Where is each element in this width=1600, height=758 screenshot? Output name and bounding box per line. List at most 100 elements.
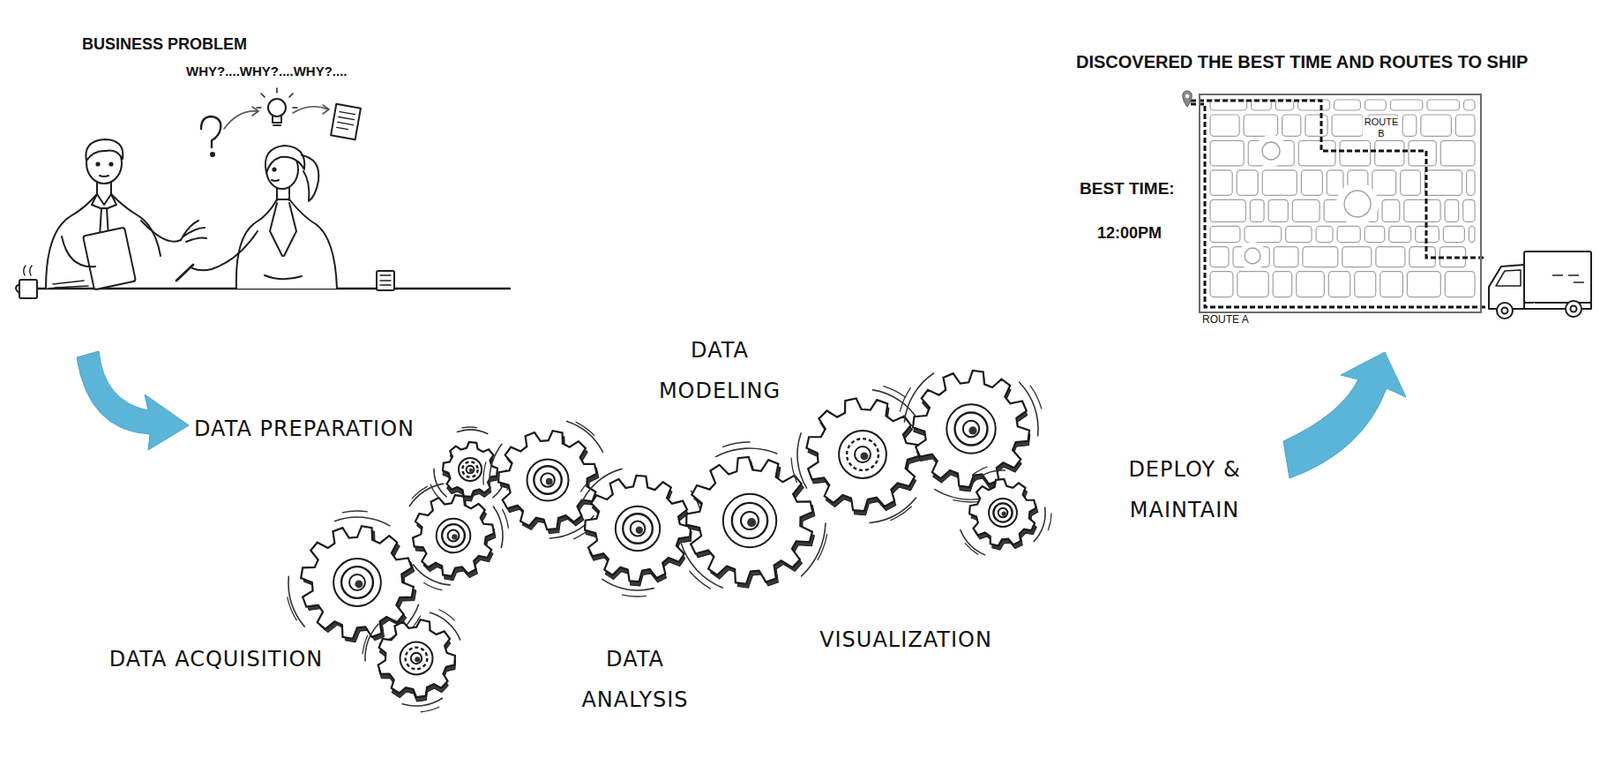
- meeting-illustration: [210, 152, 215, 157]
- gear-symbol: [566, 458, 710, 603]
- gear-body: [568, 458, 708, 599]
- gear-axle: [859, 451, 868, 460]
- gear-hub: [436, 518, 472, 554]
- meeting-illustration: [96, 162, 99, 165]
- city-block: [1427, 99, 1460, 111]
- city-block: [1210, 199, 1246, 222]
- city-block: [1210, 225, 1241, 242]
- gear-ring: [441, 523, 465, 547]
- roundabout: [1255, 134, 1287, 167]
- meeting-illustration: [376, 270, 395, 291]
- city-block: [1333, 99, 1361, 111]
- roundabout: [1344, 190, 1371, 217]
- meeting-illustration: [268, 98, 286, 117]
- city-block: [1425, 170, 1463, 195]
- motion-line: [335, 516, 390, 526]
- meeting-illustration: [180, 220, 207, 242]
- gear-ring: [533, 465, 561, 494]
- gear-ring: [405, 647, 428, 670]
- map-frame: ROUTE BROUTE A: [1198, 93, 1482, 314]
- meeting-illustration: [15, 88, 510, 299]
- motion-line: [439, 609, 455, 621]
- gear-symbol: [361, 605, 472, 715]
- meeting-illustration: [52, 280, 89, 288]
- gear-symbol: [403, 485, 506, 590]
- meeting-illustration: [224, 106, 259, 129]
- city-block: [1331, 114, 1363, 136]
- motion-line: [971, 466, 987, 475]
- motion-line: [953, 500, 980, 502]
- motion-line: [430, 484, 439, 497]
- meeting-illustration: [19, 279, 38, 299]
- city-block: [1268, 199, 1288, 222]
- roundabout: [1238, 241, 1267, 270]
- route-line: [1190, 104, 1488, 307]
- meeting-illustration: [192, 231, 258, 270]
- gear-hub: [838, 430, 887, 479]
- city-block: [1300, 170, 1323, 195]
- flow-arrow: [76, 351, 189, 450]
- gear-hub: [615, 506, 660, 551]
- motion-line: [723, 441, 750, 447]
- gear-axle: [630, 521, 646, 537]
- gear-hub: [723, 493, 777, 547]
- gear-hub: [400, 642, 434, 675]
- truck-illustration: [1565, 300, 1582, 317]
- city-block: [1372, 170, 1397, 195]
- gear-body: [792, 382, 935, 524]
- gear-ring: [732, 502, 768, 539]
- meeting-illustration: [91, 194, 117, 209]
- meeting-illustration: [82, 227, 136, 291]
- city-block: [1305, 114, 1328, 136]
- motion-line: [420, 706, 439, 711]
- roundabout: [1262, 142, 1280, 160]
- motion-line: [462, 426, 478, 428]
- motion-line: [493, 506, 503, 547]
- gear-body: [963, 472, 1043, 552]
- gear-symbol: [287, 351, 1052, 716]
- meeting-illustration: [236, 199, 337, 289]
- motion-line: [456, 429, 487, 434]
- city-block: [1210, 246, 1229, 268]
- heading: BUSINESS PROBLEM: [82, 35, 247, 55]
- city-block: [1404, 199, 1441, 222]
- city-block: [1262, 170, 1297, 195]
- meeting-illustration: [85, 139, 123, 161]
- gear-axle: [545, 478, 554, 486]
- gear-symbol: [430, 426, 513, 512]
- city-block: [1210, 114, 1240, 136]
- gear-axle: [1001, 510, 1006, 516]
- gear-symbol: [790, 382, 936, 529]
- city-block: [1444, 199, 1459, 222]
- roundabout: [1336, 182, 1379, 225]
- motion-line: [489, 443, 502, 492]
- gear-ring: [846, 438, 879, 471]
- meeting-illustration: [336, 112, 356, 131]
- gear-axle: [411, 652, 422, 664]
- result-value: 12:00PM: [1097, 224, 1162, 244]
- city-block: [1375, 246, 1406, 268]
- city-block: [1273, 246, 1299, 268]
- step-label: DATA ACQUISITION: [101, 638, 331, 680]
- city-block: [1210, 140, 1244, 166]
- gear-axle: [963, 420, 980, 437]
- meeting-illustration: [256, 88, 298, 108]
- city-block: [1375, 140, 1405, 166]
- gear-hub: [333, 558, 382, 606]
- meeting-illustration: [99, 175, 109, 177]
- gear-axle: [448, 530, 460, 542]
- gear-symbol: [891, 351, 1052, 512]
- gear-ring: [955, 412, 988, 446]
- city-block: [1337, 225, 1361, 242]
- motion-line: [899, 388, 911, 412]
- street-map: [1210, 99, 1475, 298]
- meeting-illustration: [272, 116, 282, 126]
- city-block: [1364, 225, 1385, 242]
- city-block: [1463, 199, 1475, 222]
- truck-illustration: [1570, 306, 1578, 313]
- city-block: [1468, 225, 1475, 242]
- city-block: [1236, 170, 1258, 195]
- city-block: [1315, 225, 1333, 242]
